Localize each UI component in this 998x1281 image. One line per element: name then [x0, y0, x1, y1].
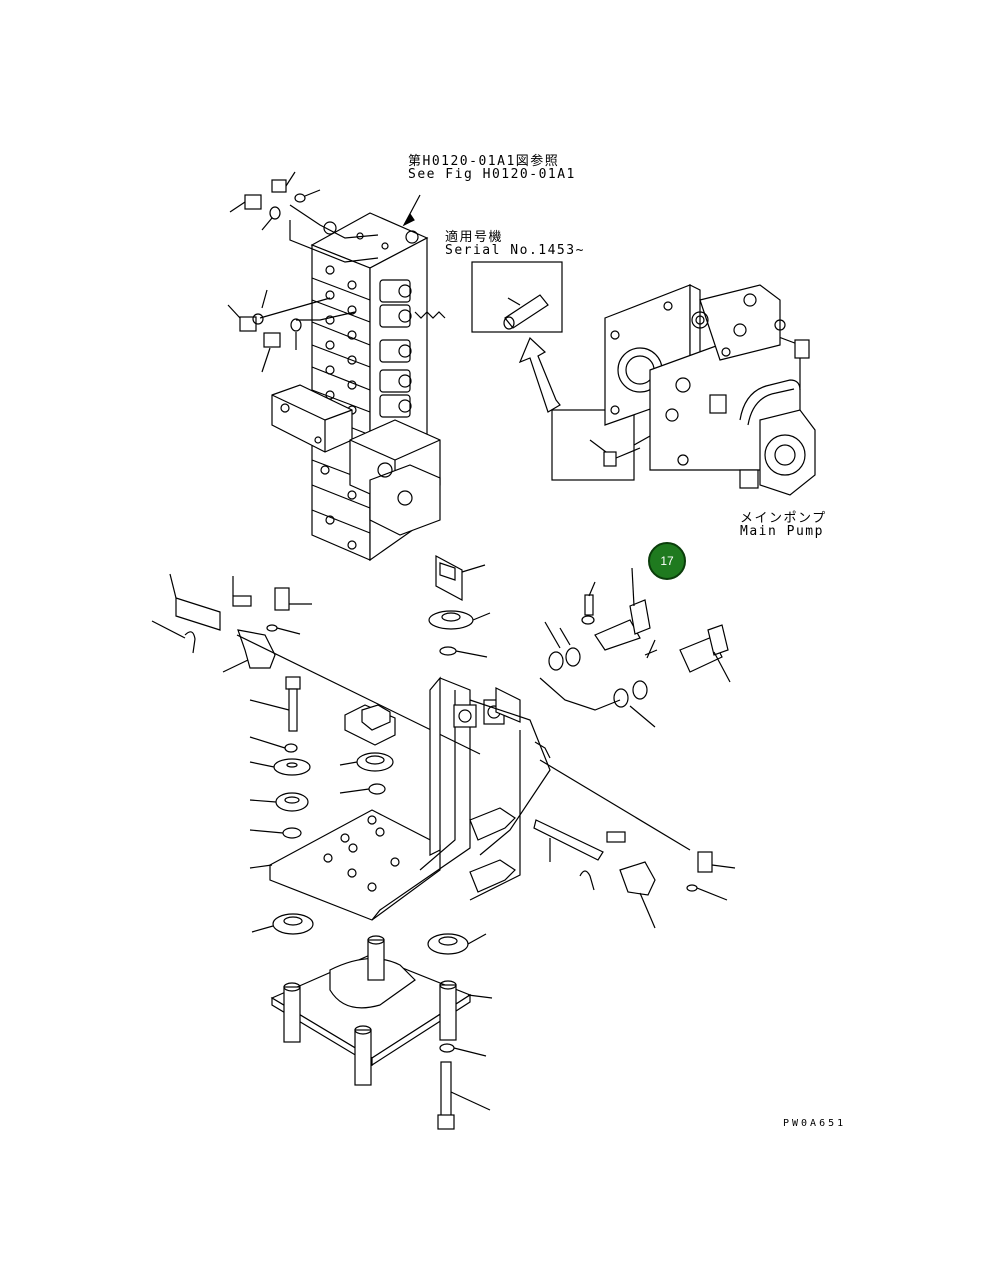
control-valve-assembly [271, 212, 446, 562]
pedal-bracket-assembly [151, 554, 736, 1130]
reference-note-en: See Fig H0120-01A1 [408, 167, 576, 182]
serial-note-en: Serial No.1453~ [445, 243, 585, 258]
part-callout-number: 17 [660, 554, 674, 568]
drawing-code: PW0A651 [783, 1118, 847, 1129]
valve-fittings [227, 171, 421, 373]
pump-label-en: Main Pump [740, 524, 824, 539]
serial-inset [471, 261, 701, 481]
pump-label-jp: メインポンプ [740, 511, 827, 526]
part-callout-badge[interactable]: 17 [648, 542, 686, 580]
reference-note-jp: 第H0120-01A1図参照 [408, 154, 560, 169]
main-pump [604, 284, 816, 496]
serial-note-jp: 適用号機 [445, 230, 504, 245]
